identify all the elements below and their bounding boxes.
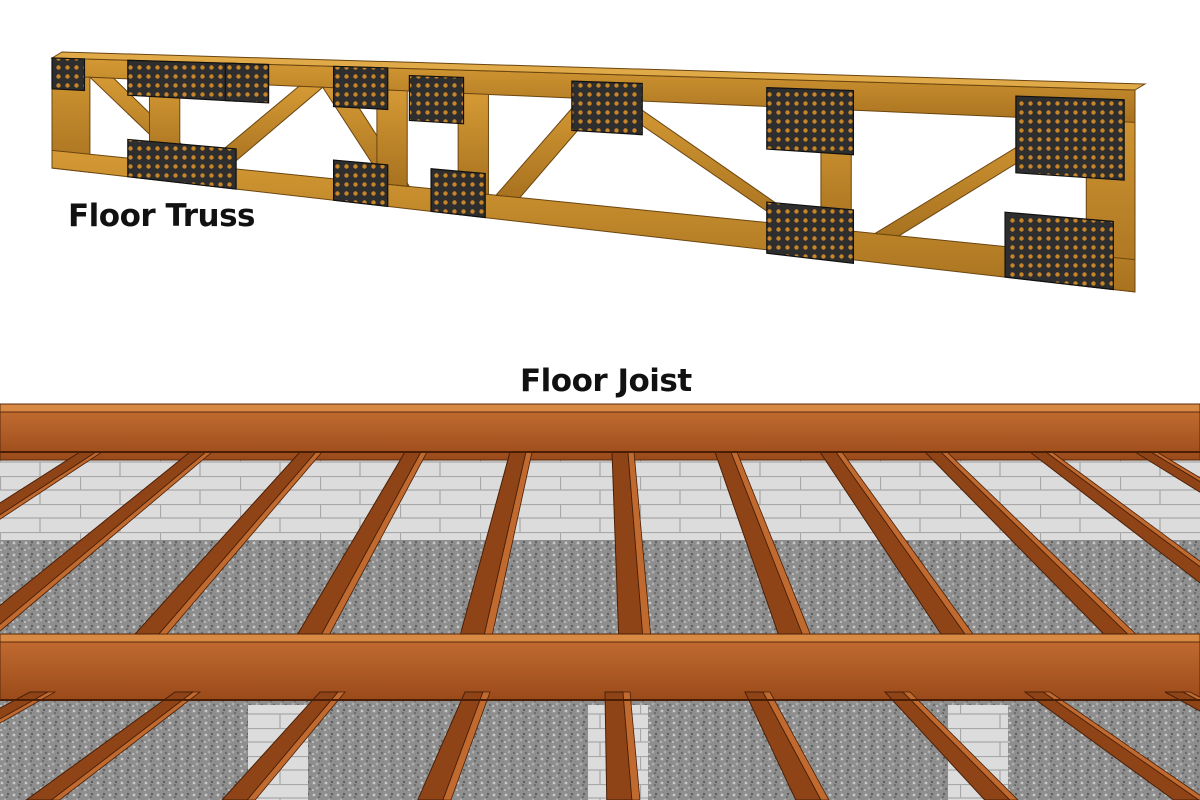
metal-gusset-plate <box>766 87 855 156</box>
metal-gusset-plate <box>1015 95 1125 181</box>
floor-joist <box>221 691 340 800</box>
floor-joist <box>417 691 484 800</box>
floor-truss-label: Floor Truss <box>68 198 255 234</box>
center-beam-top <box>0 633 1200 643</box>
center-beam <box>0 641 1200 701</box>
metal-gusset-plate <box>332 159 389 208</box>
floor-joist-top <box>622 691 641 800</box>
rim-board-back-top <box>0 403 1200 413</box>
metal-gusset-plate <box>224 62 270 104</box>
floor-joist-system <box>0 403 1200 800</box>
floor-joist-top <box>50 691 202 800</box>
metal-gusset-plate <box>430 168 486 219</box>
floor-joist-top <box>442 691 491 800</box>
floor-joist-label: Floor Joist <box>520 363 692 399</box>
floor-joist <box>1023 691 1200 800</box>
truss-web-vertical <box>457 92 489 195</box>
floor-truss <box>50 51 1147 293</box>
metal-gusset-plate <box>1004 211 1114 291</box>
truss-web-vertical <box>376 89 408 187</box>
truss-top-face <box>50 51 1147 91</box>
floor-joist-top <box>1041 691 1200 800</box>
metal-gusset-plate <box>571 80 643 136</box>
floor-joist-top <box>902 691 1019 800</box>
floor-joist <box>744 691 822 800</box>
floor-joist-top <box>246 691 346 800</box>
floor-joist-top <box>0 691 57 724</box>
floor-joist <box>883 691 1011 800</box>
metal-gusset-plate <box>766 201 855 264</box>
metal-gusset-plate <box>51 57 86 92</box>
metal-gusset-plate <box>127 59 237 102</box>
floor-joist-top <box>762 691 830 800</box>
metal-gusset-plate <box>332 65 389 111</box>
metal-gusset-plate <box>127 138 237 190</box>
floor-joist <box>25 691 195 800</box>
metal-gusset-plate <box>408 74 465 125</box>
floor-joist-top <box>1182 691 1200 702</box>
